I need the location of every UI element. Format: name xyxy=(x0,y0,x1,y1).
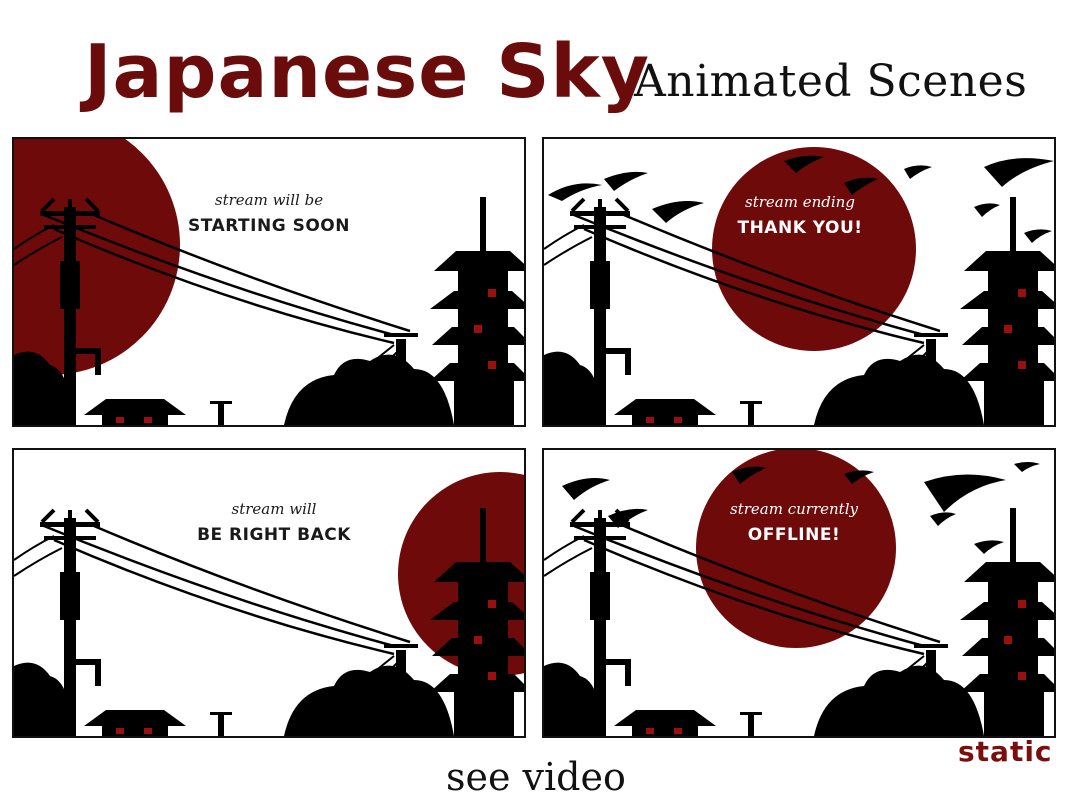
red-sun xyxy=(696,450,896,648)
scene-caption-main: STARTING SOON xyxy=(188,216,350,236)
scene-caption-small: stream ending xyxy=(745,193,855,211)
red-sun xyxy=(14,139,180,375)
scene-caption-main: THANK YOU! xyxy=(737,218,863,238)
page-subtitle: Animated Scenes xyxy=(634,56,1028,107)
page-title: Japanese Sky xyxy=(84,29,650,115)
scene-caption-small: stream will xyxy=(231,500,317,518)
crow-flock xyxy=(562,462,1040,554)
scene-illustration xyxy=(14,139,524,425)
skyline-silhouette xyxy=(544,508,1054,736)
brand-logo: static xyxy=(958,735,1053,768)
see-video-link[interactable]: see video xyxy=(446,755,626,799)
scene-panel-ending: stream ending THANK YOU! xyxy=(542,137,1056,427)
skyline-silhouette xyxy=(14,508,524,736)
scene-caption-main: BE RIGHT BACK xyxy=(197,525,351,545)
skyline-silhouette xyxy=(14,197,524,425)
scene-illustration xyxy=(544,450,1054,736)
skyline-silhouette xyxy=(544,197,1054,425)
scene-caption-small: stream currently xyxy=(730,500,858,518)
scene-panel-starting: stream will be STARTING SOON xyxy=(12,137,526,427)
scene-panel-offline: stream currently OFFLINE! xyxy=(542,448,1056,738)
scene-illustration xyxy=(544,147,1054,425)
scene-caption-main: OFFLINE! xyxy=(747,525,841,545)
scene-caption-small: stream will be xyxy=(214,191,324,209)
scene-panel-brb: stream will BE RIGHT BACK xyxy=(12,448,526,738)
scene-illustration xyxy=(14,472,524,736)
red-sun xyxy=(712,147,916,351)
crow-flock xyxy=(548,155,1054,243)
